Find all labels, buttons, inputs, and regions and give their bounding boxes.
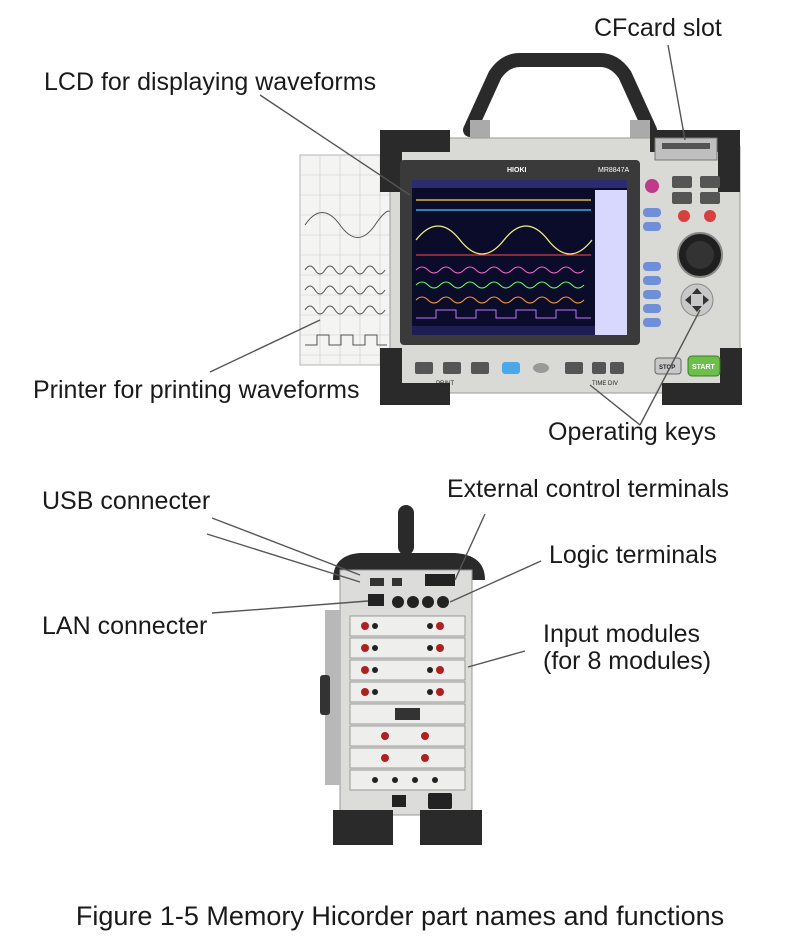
usb-connector[interactable] xyxy=(370,578,384,586)
power-lamp-key[interactable] xyxy=(645,179,659,193)
lan-connector[interactable] xyxy=(368,594,384,606)
print-key-label: PRINT xyxy=(436,381,454,387)
feed-key[interactable] xyxy=(471,362,489,374)
red-key[interactable] xyxy=(678,210,690,222)
side-key[interactable] xyxy=(643,222,661,231)
menu-key[interactable] xyxy=(672,176,692,188)
input-module xyxy=(349,747,466,769)
cursor-up-key[interactable] xyxy=(692,288,702,294)
print-key[interactable] xyxy=(415,362,433,374)
side-key[interactable] xyxy=(643,208,661,217)
cursor-right-key[interactable] xyxy=(703,295,709,305)
cf-card-slot-label: CFcard slot xyxy=(594,14,722,42)
side-key[interactable] xyxy=(643,276,661,285)
input-module xyxy=(349,637,466,659)
cursor-keys xyxy=(680,283,714,317)
side-key[interactable] xyxy=(643,304,661,313)
input-modules-label: Input modules xyxy=(543,620,701,648)
brand-text: HIOKI xyxy=(507,167,527,174)
external-control-label: External control terminals xyxy=(447,475,730,503)
start-key-label: START xyxy=(692,364,716,371)
operating-keys-label: Operating keys xyxy=(548,418,717,446)
start-key[interactable] xyxy=(687,355,721,377)
power-switch[interactable] xyxy=(392,795,406,807)
input-modules xyxy=(349,615,466,791)
stop-key-label: STOP xyxy=(659,365,675,371)
rear-handle xyxy=(398,505,414,555)
usb-connector[interactable] xyxy=(392,578,402,586)
input-module xyxy=(349,615,466,637)
usb-connector-label: USB connecter xyxy=(42,487,211,515)
input-modules-sublabel: (for 8 modules) xyxy=(543,647,712,675)
logic-terminal[interactable] xyxy=(422,596,434,608)
front-view: HIOKI MR8847A xyxy=(299,53,742,405)
side-key[interactable] xyxy=(643,318,661,327)
menu-key[interactable] xyxy=(700,192,720,204)
side-key[interactable] xyxy=(643,290,661,299)
time-div-label: TIME DIV xyxy=(592,381,618,387)
red-key[interactable] xyxy=(704,210,716,222)
lcd-screen xyxy=(412,180,627,335)
menu-key[interactable] xyxy=(672,192,692,204)
figure-caption: Figure 1-5 Memory Hicorder part names an… xyxy=(75,901,725,931)
bottom-keys: PRINT TIME DIV STOP START xyxy=(415,355,721,387)
logic-terminal[interactable] xyxy=(407,596,419,608)
copy-key[interactable] xyxy=(443,362,461,374)
logic-terminals-label: Logic terminals xyxy=(549,541,718,569)
carry-handle xyxy=(463,53,657,137)
side-key[interactable] xyxy=(643,262,661,271)
external-control-terminals[interactable] xyxy=(425,574,455,586)
lcd-label: LCD for displaying waveforms xyxy=(44,68,377,96)
time-div-left-key[interactable] xyxy=(592,362,606,374)
menu-keys xyxy=(672,176,720,222)
logic-terminal[interactable] xyxy=(392,596,404,608)
lan-connector-label: LAN connecter xyxy=(42,612,208,640)
printer-paper xyxy=(299,154,393,366)
time-div-right-key[interactable] xyxy=(610,362,624,374)
model-text: MR8847A xyxy=(598,167,629,174)
input-module xyxy=(349,769,466,791)
save-key[interactable] xyxy=(502,362,520,374)
auto-key[interactable] xyxy=(565,362,583,374)
rear-view xyxy=(320,505,485,845)
leader-lines xyxy=(206,44,701,668)
printer-label: Printer for printing waveforms xyxy=(33,376,360,404)
cursor-down-key[interactable] xyxy=(692,306,702,312)
menu-key[interactable] xyxy=(700,176,720,188)
side-keys xyxy=(643,179,661,327)
cursor-left-key[interactable] xyxy=(685,295,691,305)
stop-key[interactable] xyxy=(654,357,682,375)
input-module xyxy=(349,725,466,747)
input-module xyxy=(349,659,466,681)
logic-terminal[interactable] xyxy=(437,596,449,608)
ac-inlet[interactable] xyxy=(428,793,452,809)
help-key[interactable] xyxy=(533,363,549,373)
input-module xyxy=(349,681,466,703)
